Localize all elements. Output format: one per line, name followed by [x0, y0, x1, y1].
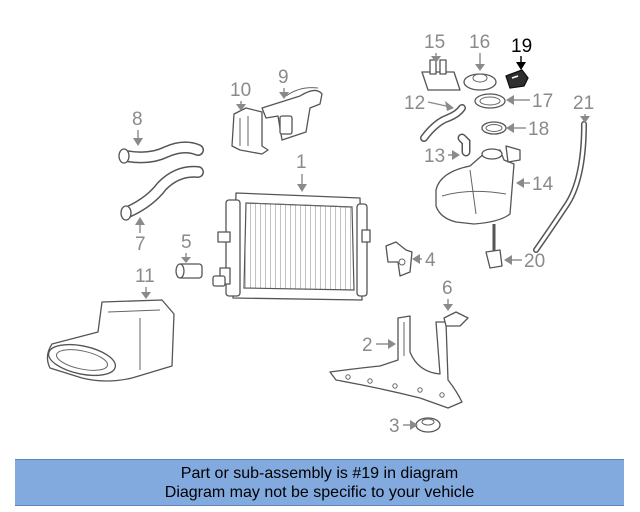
callout-label: 6: [442, 278, 453, 299]
radiator-part: [212, 192, 371, 301]
callout-label: 5: [181, 232, 192, 253]
callout-label: 2: [362, 335, 373, 356]
callout-label: 13: [424, 146, 445, 167]
cap-part: [463, 73, 497, 91]
callout-17: 17: [506, 91, 553, 112]
support-bracket-part: [329, 315, 463, 409]
sensor-part: [505, 69, 529, 89]
grommet-part: [415, 417, 441, 433]
mount-bracket-part: [385, 241, 413, 277]
callout-label: 8: [132, 109, 143, 130]
small-hose-part: [420, 104, 466, 142]
callout-18: 18: [506, 119, 549, 140]
callout-label: 20: [524, 251, 545, 272]
level-sensor-part: [485, 224, 503, 269]
callout-15: 15: [424, 32, 445, 63]
callout-21: 21: [573, 93, 594, 123]
callout-11: 11: [135, 266, 155, 299]
callout-label: 17: [532, 91, 553, 112]
callout-label: 19: [511, 36, 532, 57]
upper-hose-part: [118, 141, 204, 164]
elbow-hose-part: [457, 133, 471, 157]
callout-10: 10: [230, 80, 251, 111]
callout-4: 4: [412, 250, 436, 271]
callout-14: 14: [516, 174, 554, 195]
callout-8: 8: [132, 109, 143, 146]
air-duct-part: [46, 299, 175, 382]
callout-label: 12: [404, 93, 425, 114]
callout-label: 16: [469, 32, 490, 53]
callout-label: 11: [135, 266, 155, 287]
info-banner: Part or sub-assembly is #19 in diagram D…: [15, 459, 624, 506]
o-ring-part: [481, 121, 507, 135]
top-bracket-part: [261, 87, 323, 141]
callout-label: 14: [532, 174, 554, 195]
coolant-reservoir-part: [435, 145, 521, 225]
callout-20: 20: [504, 251, 545, 272]
banner-line-disclaimer: Diagram may not be specific to your vehi…: [164, 483, 475, 501]
callout-label: 7: [135, 234, 146, 255]
callout-9: 9: [278, 67, 289, 99]
callout-label: 15: [424, 32, 445, 53]
mount-block-part: [421, 59, 461, 91]
callout-2: 2: [362, 335, 396, 356]
callout-5: 5: [181, 232, 192, 263]
callout-7: 7: [135, 217, 146, 255]
long-hose-part: [533, 121, 587, 253]
callout-3: 3: [389, 416, 418, 437]
callout-19: 19: [511, 36, 532, 70]
side-bracket-part: [231, 107, 269, 155]
callout-label: 18: [528, 119, 549, 140]
callout-12: 12: [404, 93, 454, 114]
callout-label: 21: [573, 93, 594, 114]
parts-diagram: 1 2 3 4 5 6 7 8 9 10: [46, 32, 594, 437]
lower-hose-part: [120, 165, 204, 221]
seal-ring-part: [474, 93, 506, 109]
clip-part: [443, 311, 469, 327]
callout-label: 9: [278, 67, 289, 88]
callout-label: 1: [296, 152, 307, 173]
callout-label: 4: [425, 250, 436, 271]
callout-label: 3: [389, 416, 400, 437]
callout-1: 1: [296, 152, 307, 192]
callout-16: 16: [469, 32, 490, 71]
connector-part: [175, 263, 203, 279]
banner-line-part-number: Part or sub-assembly is #19 in diagram: [180, 464, 459, 482]
callout-6: 6: [442, 278, 453, 311]
callout-label: 10: [230, 80, 251, 101]
callout-13: 13: [424, 146, 460, 167]
